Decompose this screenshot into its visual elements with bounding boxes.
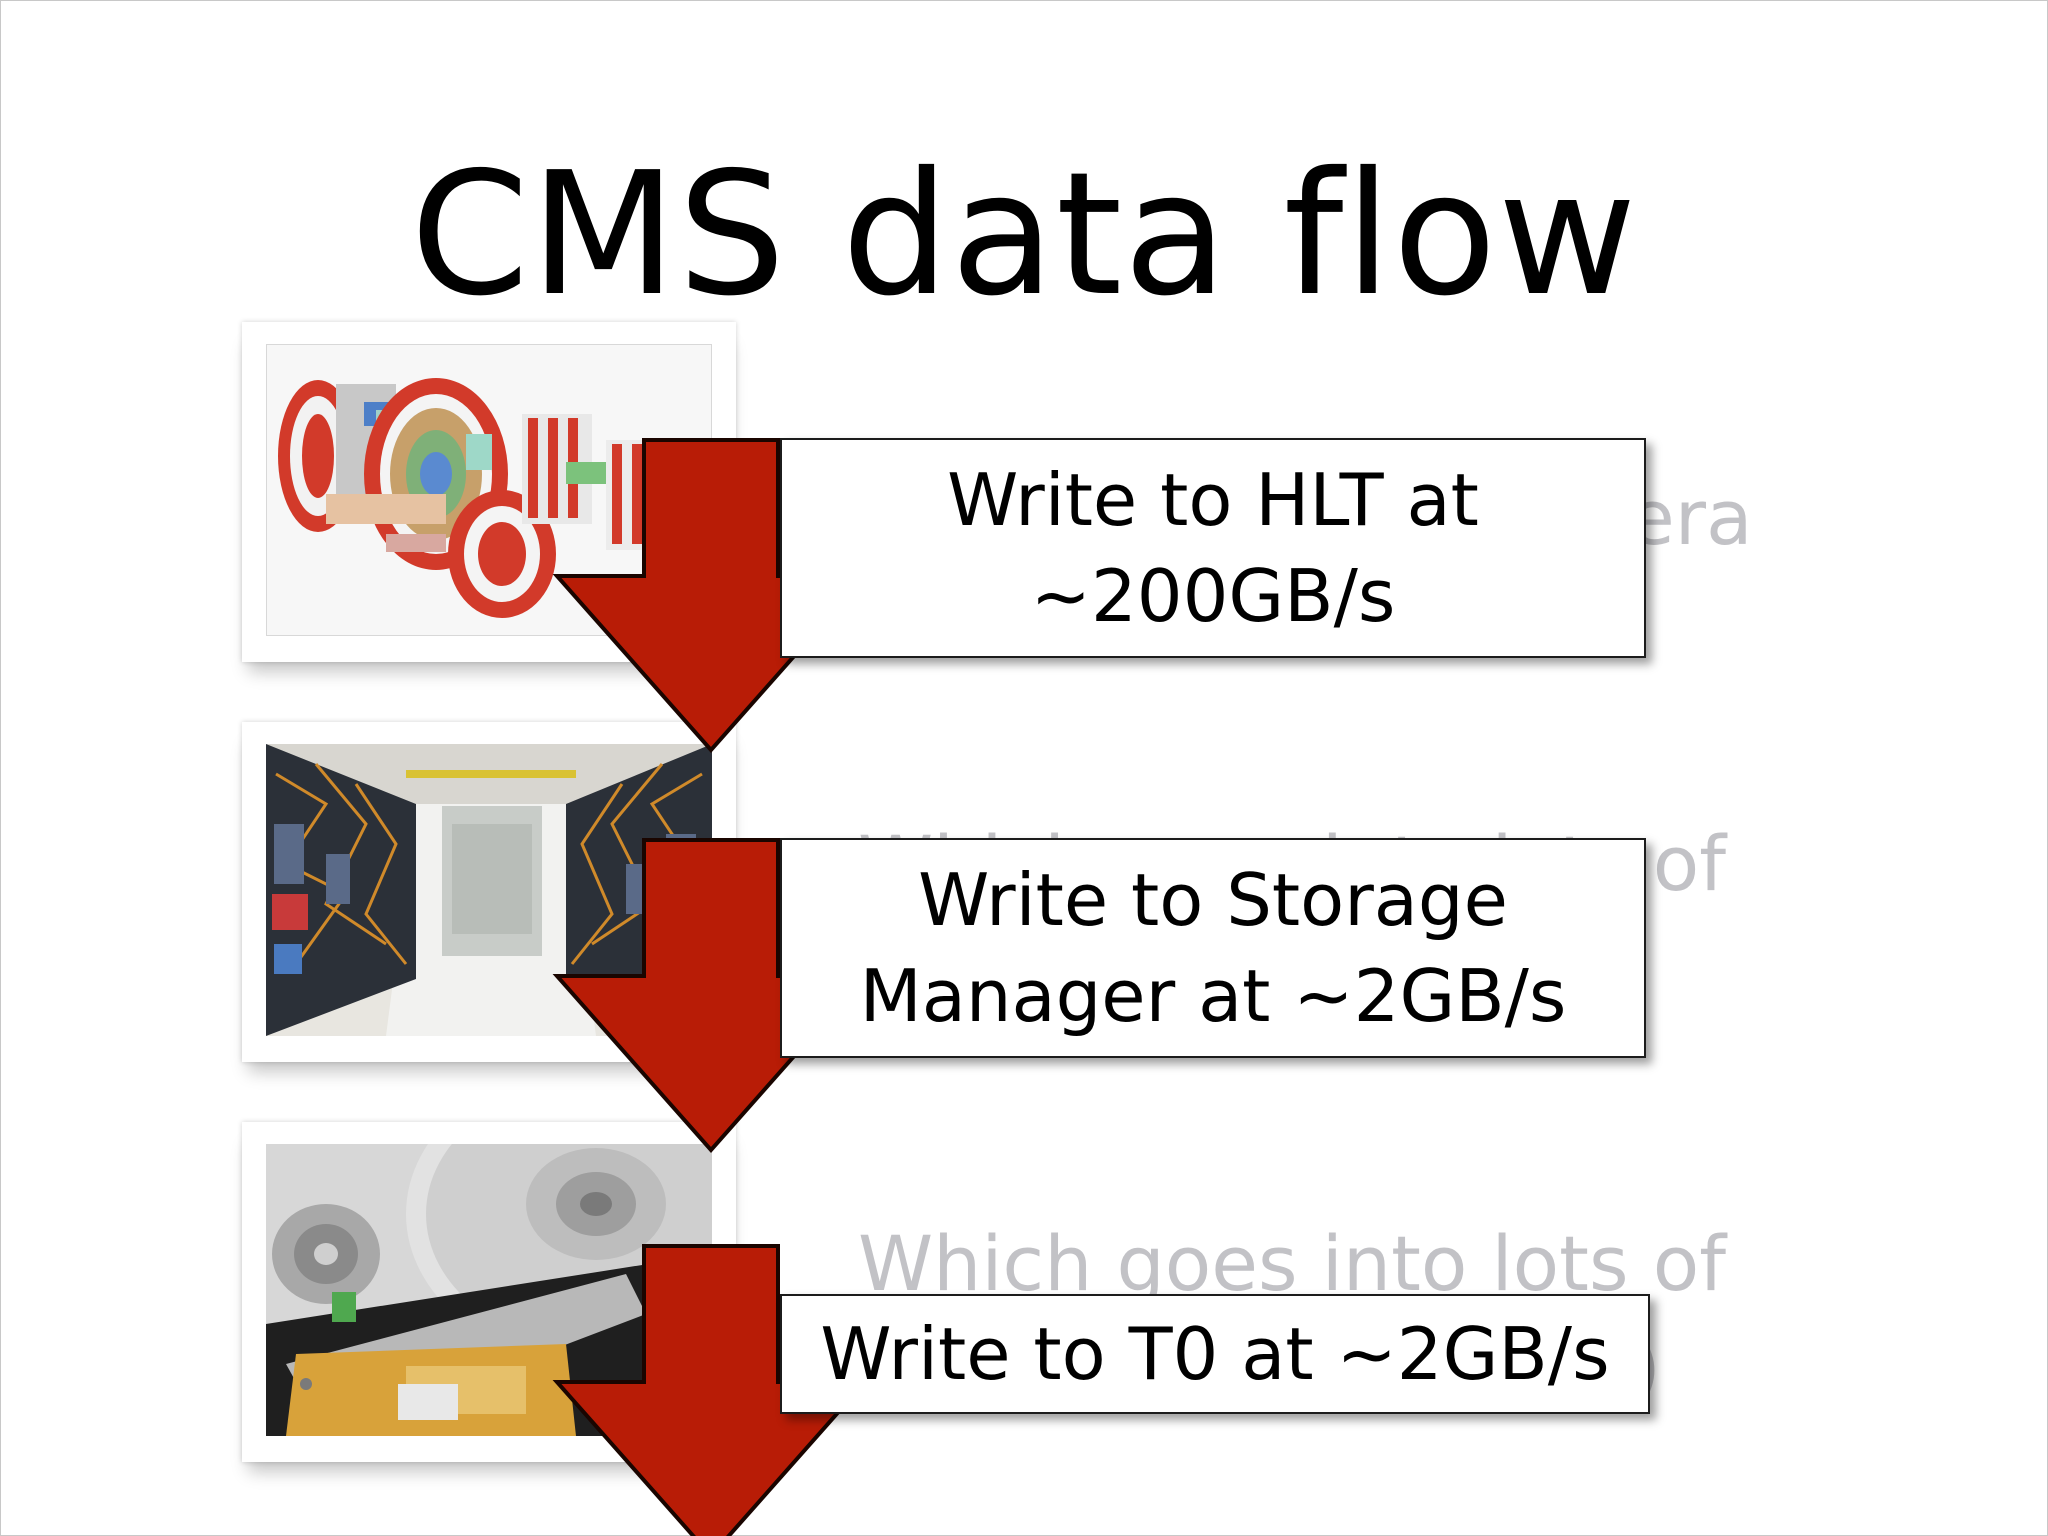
step-label-hlt-line1: Write to HLT at <box>947 458 1479 542</box>
down-arrow-1 <box>552 438 870 754</box>
faded-text-era: era <box>1628 473 1753 562</box>
step-label-storage-line2: Manager at ~2GB/s <box>859 954 1567 1038</box>
step-label-t0: Write to T0 at ~2GB/s <box>780 1294 1650 1414</box>
down-arrow-3 <box>552 1244 870 1536</box>
down-arrow-2 <box>552 838 870 1154</box>
hard-disk-photo <box>266 1144 712 1436</box>
step-label-hlt-line2: ~200GB/s <box>1030 554 1396 638</box>
slide-title: CMS data flow <box>410 136 1638 334</box>
faded-text-lots: Which goes into lots of <box>858 1219 1726 1308</box>
photo-frame-harddisk <box>242 1122 736 1462</box>
server-racks-photo <box>266 744 712 1036</box>
step-label-storage-manager: Write to Storage Manager at ~2GB/s <box>780 838 1646 1058</box>
step-label-hlt: Write to HLT at ~200GB/s <box>780 438 1646 658</box>
step-label-t0-line1: Write to T0 at ~2GB/s <box>820 1312 1610 1396</box>
step-label-storage-line1: Write to Storage <box>918 858 1508 942</box>
detector-photo <box>266 344 712 636</box>
